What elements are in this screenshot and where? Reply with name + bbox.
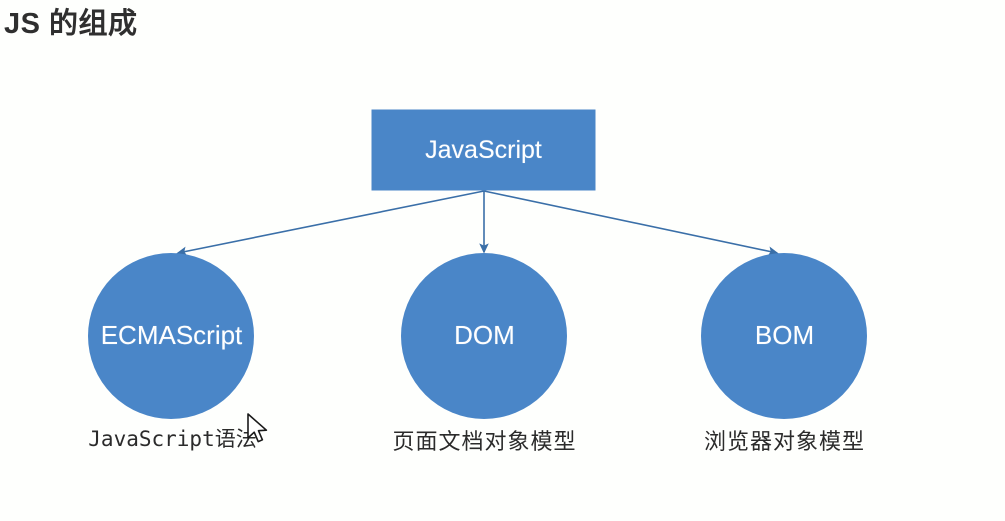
- node-label-javascript: JavaScript: [425, 136, 542, 164]
- caption-bom: 浏览器对象模型: [703, 429, 865, 454]
- connector-js-to-ecmascript: [176, 190, 485, 256]
- node-bom[interactable]: [701, 253, 867, 419]
- node-label-ecmascript: ECMAScript: [100, 320, 243, 350]
- node-javascript[interactable]: [371, 109, 596, 191]
- node-ecmascript[interactable]: [88, 253, 254, 419]
- node-label-dom: DOM: [454, 320, 515, 350]
- page-title: JS 的组成: [4, 8, 138, 40]
- connector-js-to-bom: [483, 190, 779, 256]
- node-dom[interactable]: [401, 253, 567, 419]
- caption-ecmascript: JavaScript语法: [88, 427, 257, 451]
- node-label-bom: BOM: [754, 320, 815, 350]
- caption-dom: 页面文档对象模型: [392, 429, 577, 454]
